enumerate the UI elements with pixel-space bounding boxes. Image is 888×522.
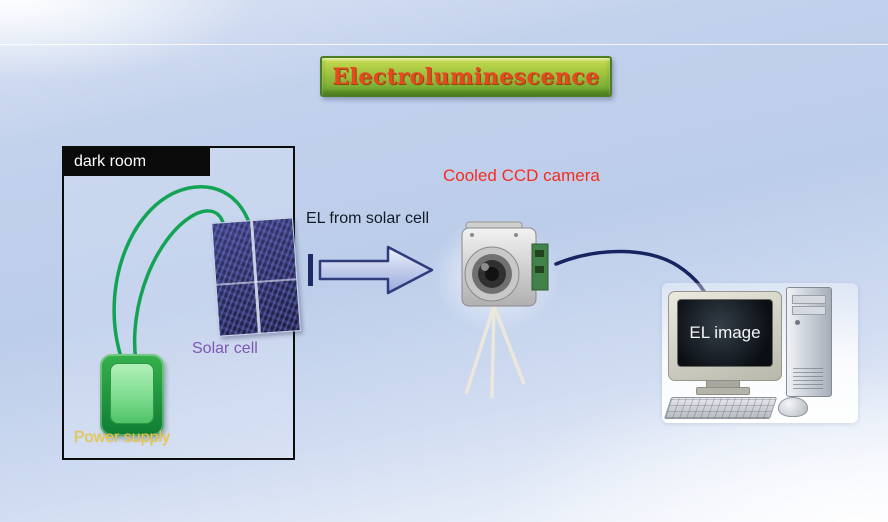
mouse <box>778 397 808 417</box>
camera-screw-right <box>514 233 518 237</box>
monitor-screen: EL image <box>677 299 773 367</box>
el-image-label: EL image <box>689 323 761 342</box>
keyboard <box>664 397 778 419</box>
camera-screw-left <box>470 233 474 237</box>
pcb-chip-1 <box>535 250 544 257</box>
computer-image: EL image <box>662 283 858 423</box>
computer-tower <box>786 287 832 397</box>
dark-room-header: dark room <box>64 148 210 176</box>
monitor-base <box>696 387 750 395</box>
tower-vents <box>793 368 823 390</box>
ccd-camera-image <box>432 216 560 399</box>
lens-highlight <box>481 263 489 271</box>
arrow-tail-bar <box>308 254 313 286</box>
solar-cell-label: Solar cell <box>192 340 258 357</box>
tripod-leg-center <box>490 305 496 399</box>
tower-drive-bay-2 <box>792 306 826 315</box>
solar-cell-image <box>211 217 301 337</box>
dark-room-box: dark room Solar cell Power supply <box>62 146 301 460</box>
title-banner: Electroluminescence <box>320 56 612 97</box>
tower-power-button <box>795 320 800 325</box>
green-wire-1 <box>112 185 254 362</box>
power-supply-label: Power supply <box>74 429 171 446</box>
crt-monitor: EL image <box>668 291 782 381</box>
tripod-leg-left <box>464 305 496 395</box>
pcb-chip-2 <box>535 266 544 273</box>
page-title: Electroluminescence <box>332 63 600 90</box>
tower-drive-bay-1 <box>792 295 826 304</box>
el-beam-label: EL from solar cell <box>306 210 429 227</box>
lens-glass <box>485 267 499 281</box>
divider-line <box>0 44 888 45</box>
power-supply-screen <box>110 363 154 424</box>
block-arrow <box>318 245 434 295</box>
ccd-camera-label: Cooled CCD camera <box>443 166 600 185</box>
el-arrow <box>308 245 434 295</box>
tripod-leg-right <box>492 305 526 385</box>
power-supply-image <box>100 354 164 436</box>
